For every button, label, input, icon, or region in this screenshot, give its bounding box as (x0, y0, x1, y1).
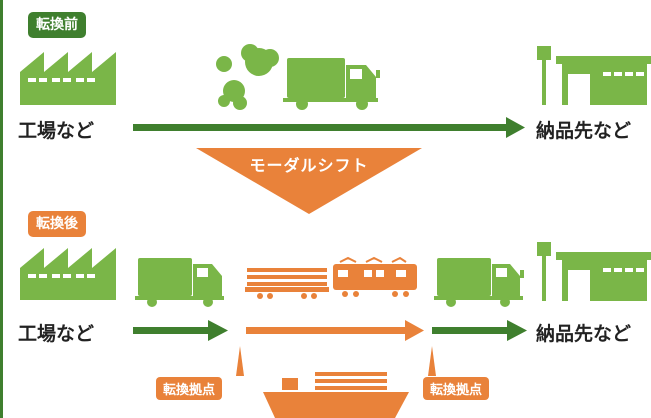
destination-label-before: 納品先など (536, 120, 632, 142)
first-leg-arrow (133, 320, 228, 341)
factory-icon (20, 52, 116, 105)
hub-pointer-left (236, 346, 244, 376)
cargo-ship-icon (263, 372, 409, 418)
truck-icon-first-leg (135, 258, 224, 307)
rail-sea-leg-arrow (246, 320, 424, 341)
store-icon-after (537, 242, 651, 301)
store-icon (537, 46, 651, 105)
origin-label-before: 工場など (18, 120, 95, 142)
truck-icon-last-leg (434, 258, 524, 307)
destination-label-after: 納品先など (536, 323, 632, 345)
modal-shift-triangle (196, 148, 422, 214)
direct-truck-route-arrow (133, 117, 525, 138)
truck-icon (283, 58, 380, 110)
transfer-hub-label-right: 転換拠点 (423, 377, 490, 400)
freight-train-icon (245, 256, 417, 299)
hub-pointer-right (428, 346, 436, 376)
factory-icon-after (20, 248, 116, 300)
modal-shift-label: モーダルシフト (249, 156, 369, 175)
before-tag: 転換前 (28, 12, 86, 38)
origin-label-after: 工場など (18, 323, 95, 345)
transfer-hub-label-left: 転換拠点 (156, 377, 223, 400)
last-leg-arrow (432, 320, 527, 341)
left-border-rule (0, 0, 3, 418)
after-tag: 転換後 (28, 211, 86, 237)
exhaust-smoke-icon (216, 44, 279, 110)
